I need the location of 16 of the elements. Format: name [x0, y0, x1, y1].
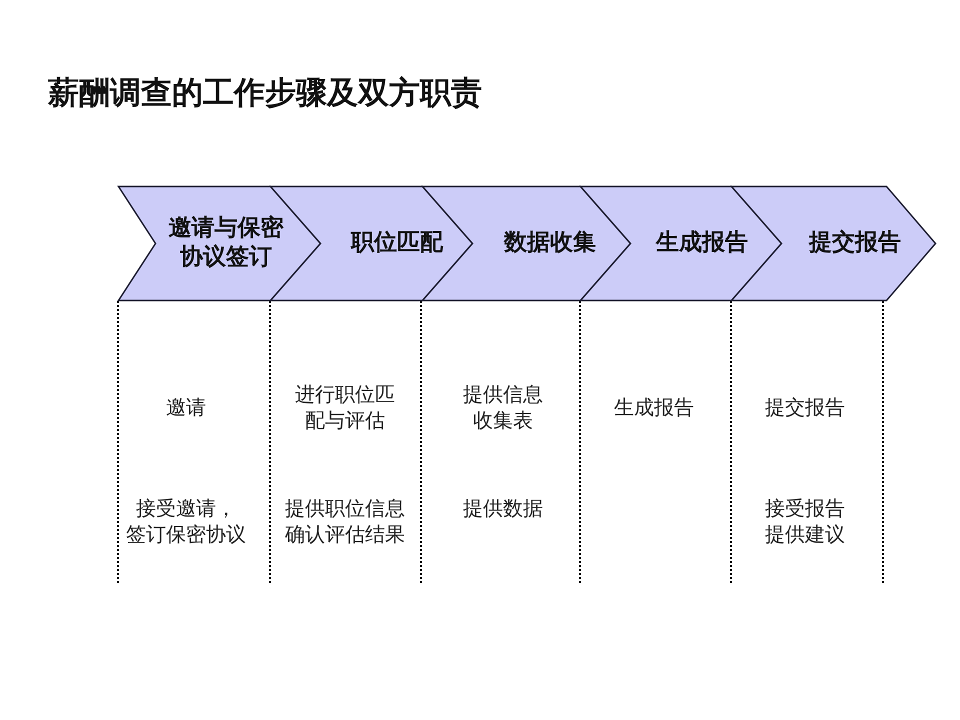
description-text: 接受邀请，签订保密协议 — [126, 497, 246, 548]
title: 薪酬调查的工作步骤及双方职责 — [48, 74, 482, 112]
description-text: 邀请 — [166, 396, 206, 421]
description-text: 提供职位信息确认评估结果 — [285, 497, 405, 548]
description-text: 生成报告 — [614, 396, 694, 421]
chevron-step — [420, 184, 632, 302]
description-text: 提交报告 — [765, 396, 845, 421]
description-text: 进行职位匹配与评估 — [295, 383, 395, 434]
step-label: 邀请与保密协议签订 — [168, 214, 284, 271]
description-text: 接受报告提供建议 — [765, 497, 845, 548]
step-label: 生成报告 — [656, 228, 748, 257]
step-label: 提交报告 — [809, 228, 901, 257]
step-label: 数据收集 — [504, 228, 596, 257]
description-text: 提供数据 — [463, 497, 543, 522]
description-text: 提供信息收集表 — [463, 383, 543, 434]
step-label: 职位匹配 — [351, 228, 443, 257]
